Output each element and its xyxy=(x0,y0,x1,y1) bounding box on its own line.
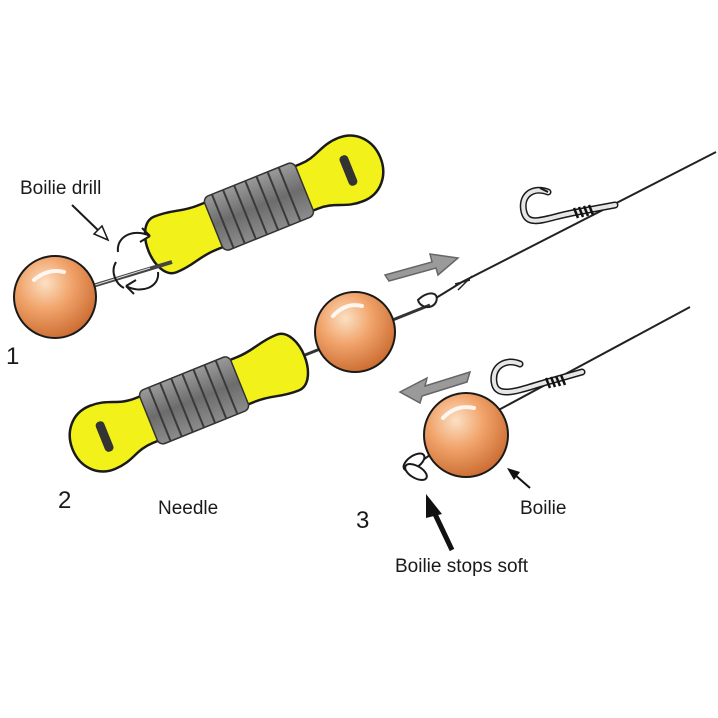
hook-icon-bottom xyxy=(490,358,586,396)
step-number-2: 2 xyxy=(58,487,71,514)
boilie-1 xyxy=(13,255,97,339)
step-number-1: 1 xyxy=(6,343,19,370)
label-boilie-stops: Boilie stops soft xyxy=(395,556,529,577)
step-number-3: 3 xyxy=(356,507,369,534)
boilie-stop-icon xyxy=(402,452,428,481)
drill-pointer-arrow xyxy=(71,204,110,242)
drill-tool xyxy=(143,134,385,275)
stop-pointer-arrow xyxy=(426,494,455,552)
label-boilie-drill: Boilie drill xyxy=(20,178,101,199)
boilie-pointer-arrow xyxy=(507,468,531,489)
label-boilie: Boilie xyxy=(520,498,566,519)
hook-icon-top xyxy=(519,186,619,225)
push-arrow-left xyxy=(398,370,472,405)
needle-tool xyxy=(68,332,310,473)
rotation-arrows-icon xyxy=(112,227,160,295)
pull-arrow-right xyxy=(383,253,460,282)
label-needle: Needle xyxy=(158,498,218,519)
